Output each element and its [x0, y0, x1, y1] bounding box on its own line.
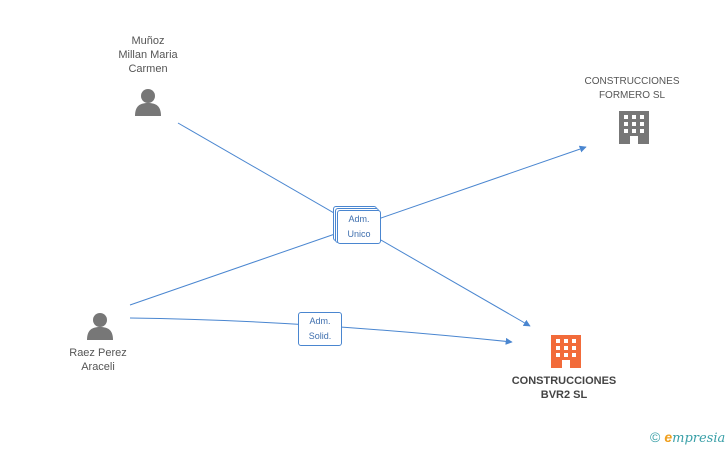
person-icon	[135, 89, 161, 116]
node-label-raez[interactable]: Raez Perez Araceli	[69, 347, 127, 373]
edge-label-adm-unico[interactable]: Adm. Unico	[337, 210, 381, 244]
node-label-bvr2[interactable]: CONSTRUCCIONES BVR2 SL	[511, 375, 617, 401]
node-label-munoz[interactable]: Muñoz Millan Maria Carmen	[118, 35, 178, 75]
edge-label-adm-solid[interactable]: Adm. Solid.	[298, 312, 342, 346]
node-label-formero[interactable]: CONSTRUCCIONES FORMERO SL	[584, 76, 680, 101]
building-icon	[551, 335, 581, 368]
person-icon	[87, 313, 113, 340]
building-icon	[619, 111, 649, 144]
copyright-icon: ©	[650, 429, 661, 445]
empresia-logo[interactable]: ©empresia	[650, 429, 726, 446]
